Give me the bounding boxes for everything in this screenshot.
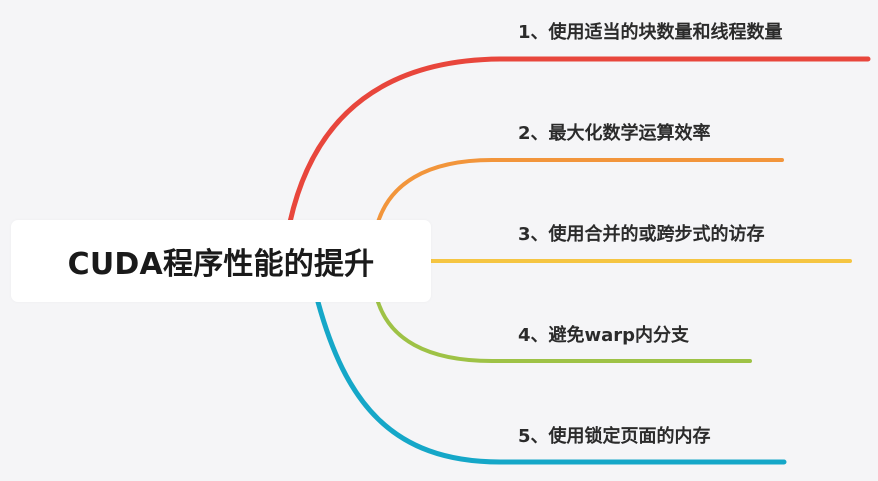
branch-label-1[interactable]: 1、使用适当的块数量和线程数量 bbox=[518, 22, 783, 43]
root-node[interactable]: CUDA程序性能的提升 bbox=[11, 220, 431, 302]
branch-label-2[interactable]: 2、最大化数学运算效率 bbox=[518, 123, 711, 144]
root-title: CUDA程序性能的提升 bbox=[67, 247, 375, 282]
branch-label-4[interactable]: 4、避免warp内分支 bbox=[518, 325, 690, 346]
branch-label-3[interactable]: 3、使用合并的或跨步式的访存 bbox=[518, 224, 765, 245]
branch-connector-4 bbox=[376, 300, 752, 363]
branch-connector-1 bbox=[287, 56, 871, 225]
branch-connector-5 bbox=[315, 299, 787, 465]
branch-label-5[interactable]: 5、使用锁定页面的内存 bbox=[518, 426, 711, 447]
branch-connector-2 bbox=[376, 158, 784, 224]
